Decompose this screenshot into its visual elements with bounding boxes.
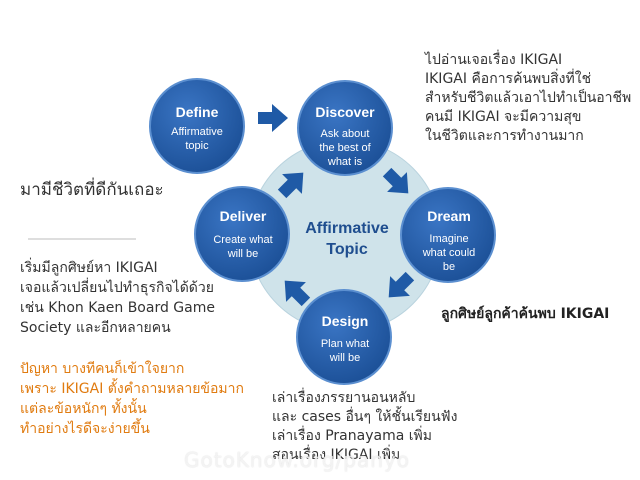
deliver-line1: Create what [213, 234, 272, 246]
center-topic-line2: Topic [326, 241, 368, 258]
note-line: เล่าเรื่องภรรยานอนหลับ [272, 390, 416, 406]
discover-line2: the best of [319, 142, 371, 154]
watermark: GotoKnow.org/panyo [184, 448, 410, 472]
note-line: เช่น Khon Kaen Board Game [20, 300, 215, 316]
note-line: สอนเรื่อง IKIGAI เพิ่ม [272, 447, 401, 463]
node-define: Define Affirmative topic [149, 78, 245, 174]
node-discover: Discover Ask about the best of what is [297, 80, 393, 176]
note-bottom: เล่าเรื่องภรรยานอนหลับ และ cases อื่นๆ ใ… [272, 389, 457, 465]
note-line: ไปอ่านเจอเรื่อง IKIGAI [425, 52, 563, 68]
arrow-design-to-deliver [284, 280, 311, 307]
discover-title: Discover [315, 104, 375, 120]
node-design: Design Plan what will be [296, 289, 392, 385]
note-top-right: ไปอ่านเจอเรื่อง IKIGAI IKIGAI คือการค้นพ… [425, 51, 631, 146]
note-line: เล่าเรื่อง Pranayama เพิ่ม [272, 428, 432, 444]
discover-line3: what is [327, 156, 363, 168]
center-topic-line1: Affirmative [305, 220, 389, 237]
note-left-middle: เริ่มมีลูกศิษย์หา IKIGAI เจอแล้วเปลี่ยนไ… [20, 258, 215, 338]
note-line: Society และอีกหลายคน [20, 320, 171, 336]
left-heading: มามีชีวิตที่ดีกันเถอะ [20, 180, 164, 200]
design-title: Design [322, 313, 369, 329]
node-dream: Dream Imagine what could be [400, 187, 496, 283]
arrow-deliver-to-discover [277, 172, 304, 199]
note-line: แต่ละข้อหนักๆ ทั้งนั้น [20, 401, 147, 417]
note-right-bold: ลูกศิษย์ลูกค้าค้นพบ IKIGAI [441, 306, 610, 322]
dream-line3: be [443, 261, 455, 273]
note-line: สำหรับชีวิตแล้วเอาไปทำเป็นอาชีพ [425, 90, 632, 106]
design-line2: will be [329, 352, 361, 364]
deliver-line2: will be [227, 248, 259, 260]
dream-line2: what could [422, 247, 476, 259]
define-line1: Affirmative [171, 126, 223, 138]
note-line: เริ่มมีลูกศิษย์หา IKIGAI [20, 260, 158, 276]
note-line: ในชีวิตและการทำงานมาก [425, 128, 584, 144]
arrow-define-to-discover [258, 104, 288, 132]
arrow-dream-to-design [388, 271, 415, 298]
note-line: เพราะ IKIGAI ตั้งคำถามหลายข้อมาก [20, 381, 244, 397]
define-title: Define [176, 104, 219, 120]
node-deliver: Deliver Create what will be [194, 186, 290, 282]
note-line: ปัญหา บางทีคนก็เข้าใจยาก [20, 361, 185, 377]
dream-line1: Imagine [429, 233, 468, 245]
deliver-title: Deliver [220, 208, 267, 224]
discover-line1: Ask about [321, 128, 370, 140]
define-line2: topic [185, 140, 209, 152]
design-line1: Plan what [321, 338, 369, 350]
note-line: คนมี IKIGAI จะมีความสุข [425, 109, 582, 125]
note-line: IKIGAI คือการค้นพบสิ่งที่ใช่ [425, 71, 592, 87]
note-line: เจอแล้วเปลี่ยนไปทำธุรกิจได้ด้วย [20, 280, 214, 296]
dream-title: Dream [427, 208, 471, 224]
note-line: และ cases อื่นๆ ให้ชั้นเรียนฟัง [272, 409, 458, 425]
note-left-orange: ปัญหา บางทีคนก็เข้าใจยาก เพราะ IKIGAI ตั… [20, 359, 244, 439]
note-line: ทำอย่างไรดีจะง่ายขึ้น [20, 421, 150, 437]
arrow-discover-to-dream [382, 167, 409, 194]
